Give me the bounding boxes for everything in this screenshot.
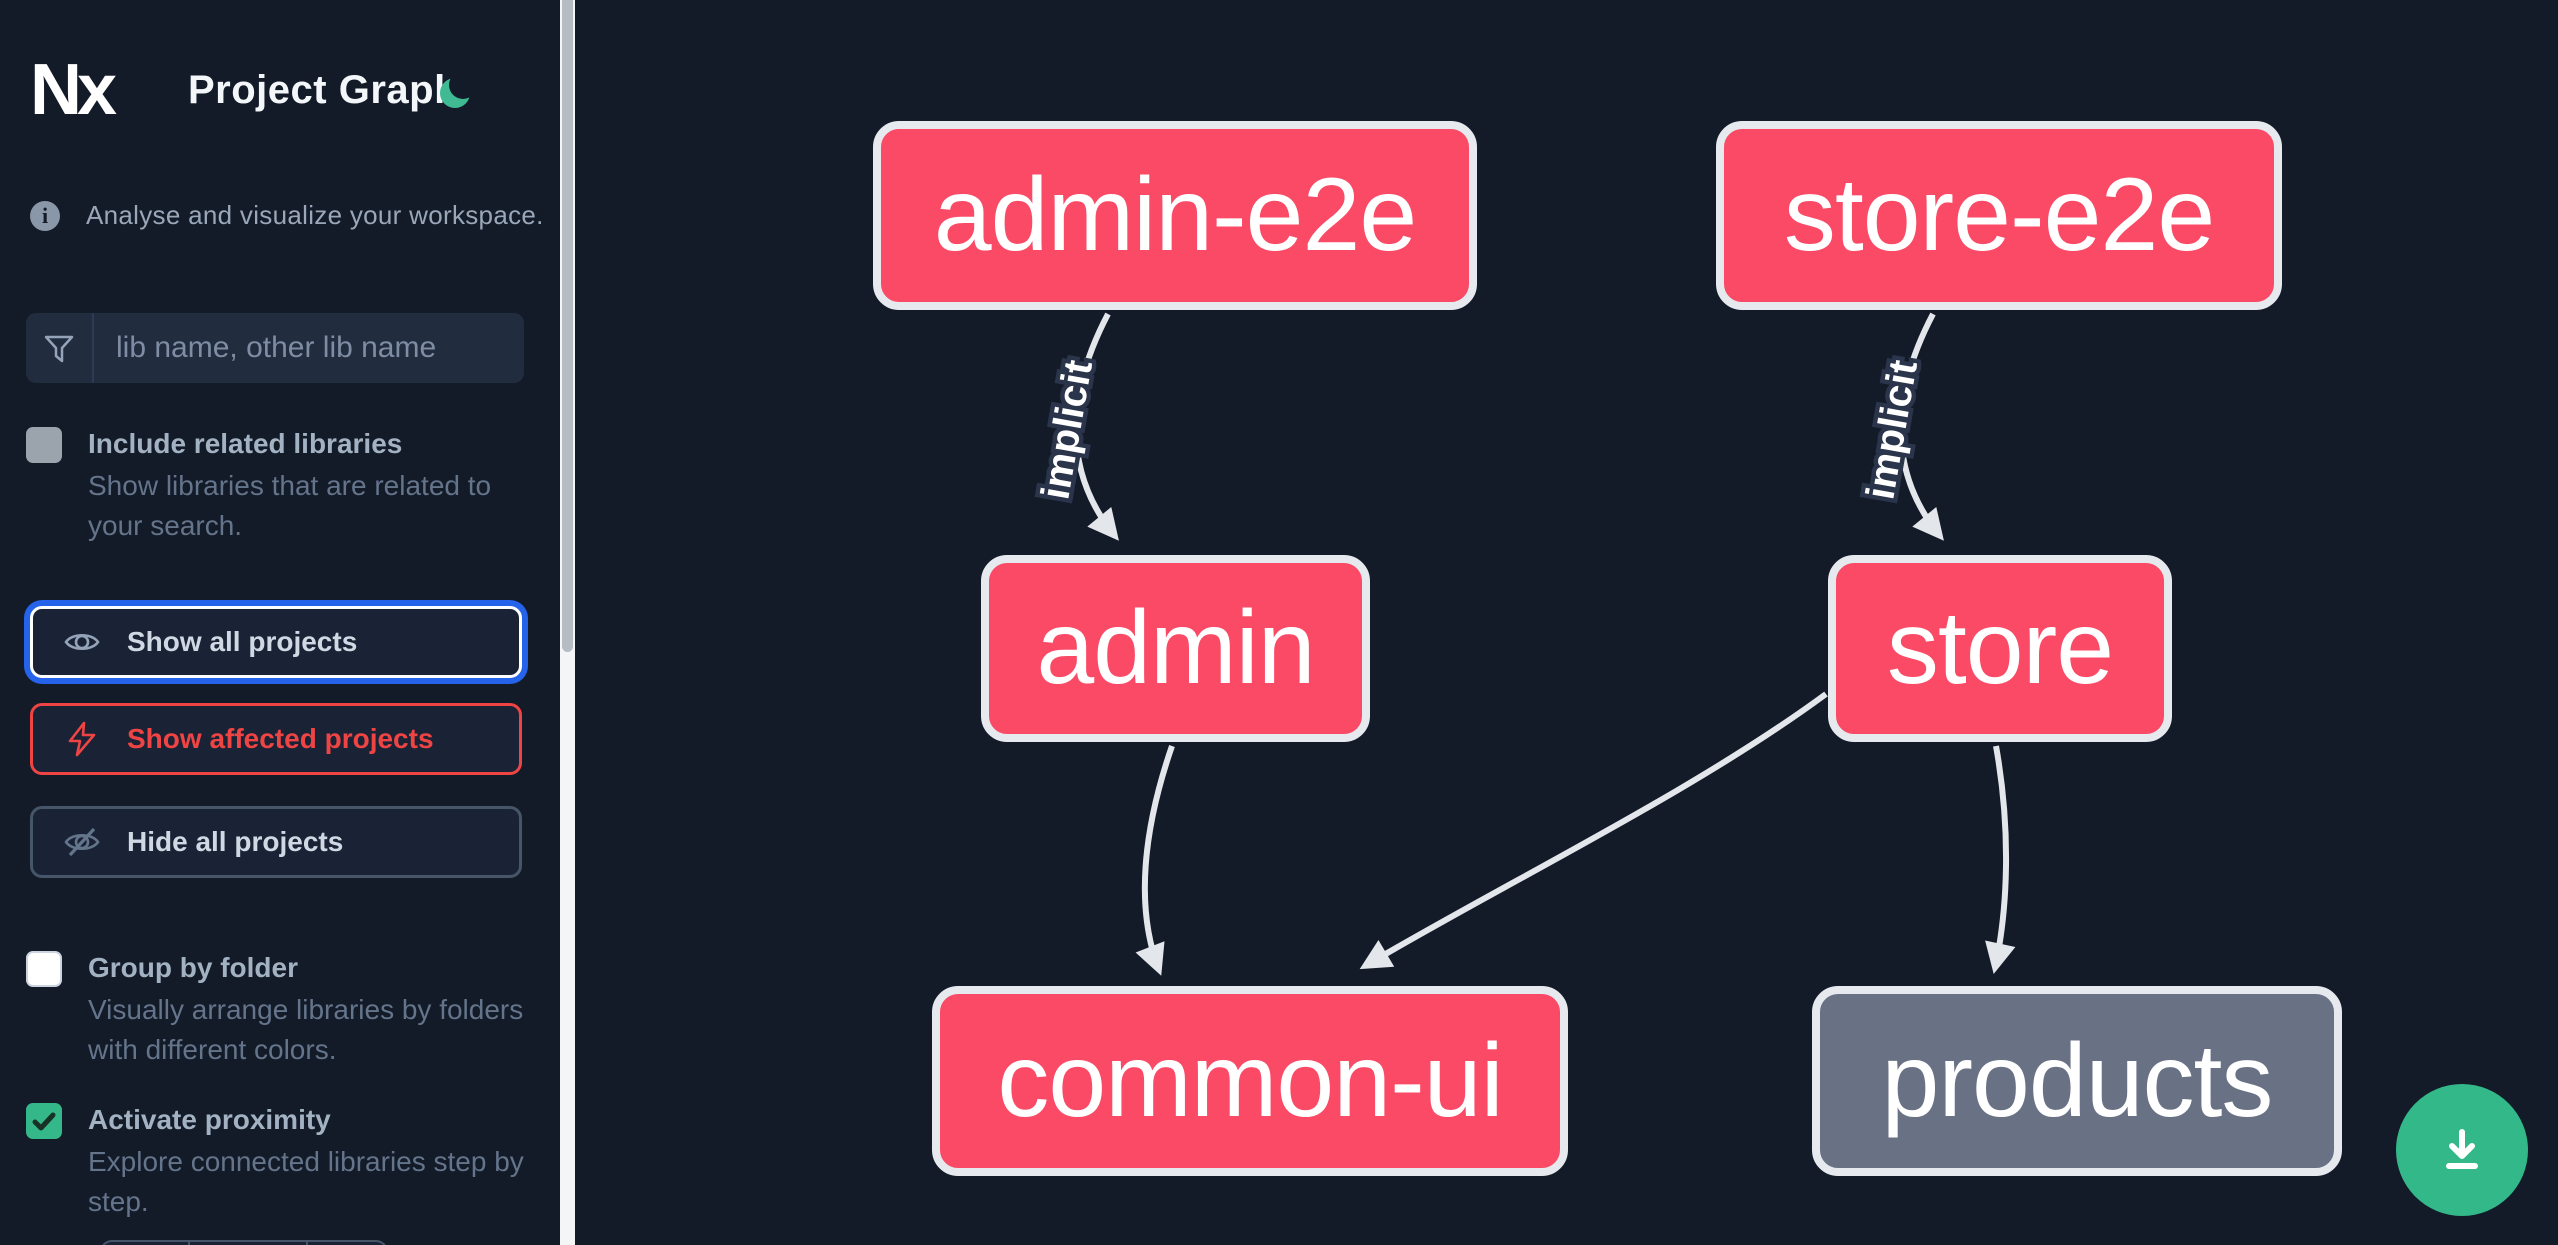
sidebar-scrollbar-thumb[interactable] [562,0,573,652]
edge-label-implicit: implicit [1033,357,1101,503]
nx-logo: Nx [30,50,140,130]
group-by-folder-description: Visually arrange libraries by folders wi… [88,994,524,1065]
proximity-stepper-partial [100,1240,388,1245]
include-related-checkbox[interactable] [26,427,62,463]
show-affected-projects-button[interactable]: Show affected projects [30,703,522,775]
group-by-folder-label: Group by folder [88,952,298,983]
sidebar-scrollbar-track[interactable] [560,0,575,1245]
checkmark-icon [32,1112,56,1131]
include-related-label: Include related libraries [88,428,403,459]
graph-node-admin-e2e[interactable]: admin-e2e [873,121,1477,310]
group-by-folder-checkbox[interactable] [26,951,62,987]
eye-icon [64,633,100,651]
theme-toggle-button[interactable] [434,68,480,114]
stepper-increment-button[interactable] [308,1240,388,1245]
edge-store-to-common-ui [1359,691,1828,970]
show-affected-projects-label: Show affected projects [127,723,434,754]
edge-label-implicit: implicit [1858,357,1926,503]
graph-node-common-ui[interactable]: common-ui [932,986,1568,1176]
graph-node-products[interactable]: products [1812,986,2342,1176]
edge-admin-to-common-ui [1135,745,1175,976]
page-title: Project Graph [188,67,460,112]
graph-node-store[interactable]: store [1828,555,2172,742]
filter-icon [26,313,94,383]
edge-store-to-products [1985,745,2016,975]
edge-store-e2e-to-store [1897,312,1944,541]
project-graph-canvas[interactable]: implicit implicit admin-e2e store-e2e ad… [575,0,2558,1245]
nx-logo-text: Nx [30,50,117,130]
hide-all-projects-button[interactable]: Hide all projects [30,806,522,878]
sidebar-header: Nx Project Graph [30,50,530,130]
tagline-text: Analyse and visualize your workspace. [86,200,544,230]
graph-node-admin[interactable]: admin [981,555,1370,742]
activate-proximity-description: Explore connected libraries step by step… [88,1146,524,1217]
eye-off-icon [64,827,100,857]
option-group-by-folder: Group by folder Visually arrange librari… [26,948,533,1070]
search-input[interactable] [94,313,524,383]
graph-node-store-e2e[interactable]: store-e2e [1716,121,2282,310]
stepper-value [190,1240,308,1245]
download-image-button[interactable] [2396,1084,2528,1216]
activate-proximity-label: Activate proximity [88,1104,331,1135]
lightning-icon [68,721,96,757]
tagline-row: i Analyse and visualize your workspace. [30,200,544,231]
graph-edges: implicit implicit [1029,312,2016,976]
show-all-projects-button[interactable]: Show all projects [30,606,522,678]
search-box [26,313,524,383]
include-related-description: Show libraries that are related to your … [88,470,492,541]
download-icon [2446,1129,2478,1169]
sidebar: Nx Project Graph i Analyse and visualize… [0,0,560,1245]
option-activate-proximity: Activate proximity Explore connected lib… [26,1100,533,1222]
info-icon: i [30,200,60,231]
hide-all-projects-label: Hide all projects [127,826,344,857]
activate-proximity-checkbox[interactable] [26,1103,62,1139]
stepper-decrement-button[interactable] [100,1240,190,1245]
edge-admin-e2e-to-admin [1072,312,1119,541]
moon-icon [440,71,477,108]
option-include-related: Include related libraries Show libraries… [26,424,533,546]
show-all-projects-label: Show all projects [127,626,358,657]
